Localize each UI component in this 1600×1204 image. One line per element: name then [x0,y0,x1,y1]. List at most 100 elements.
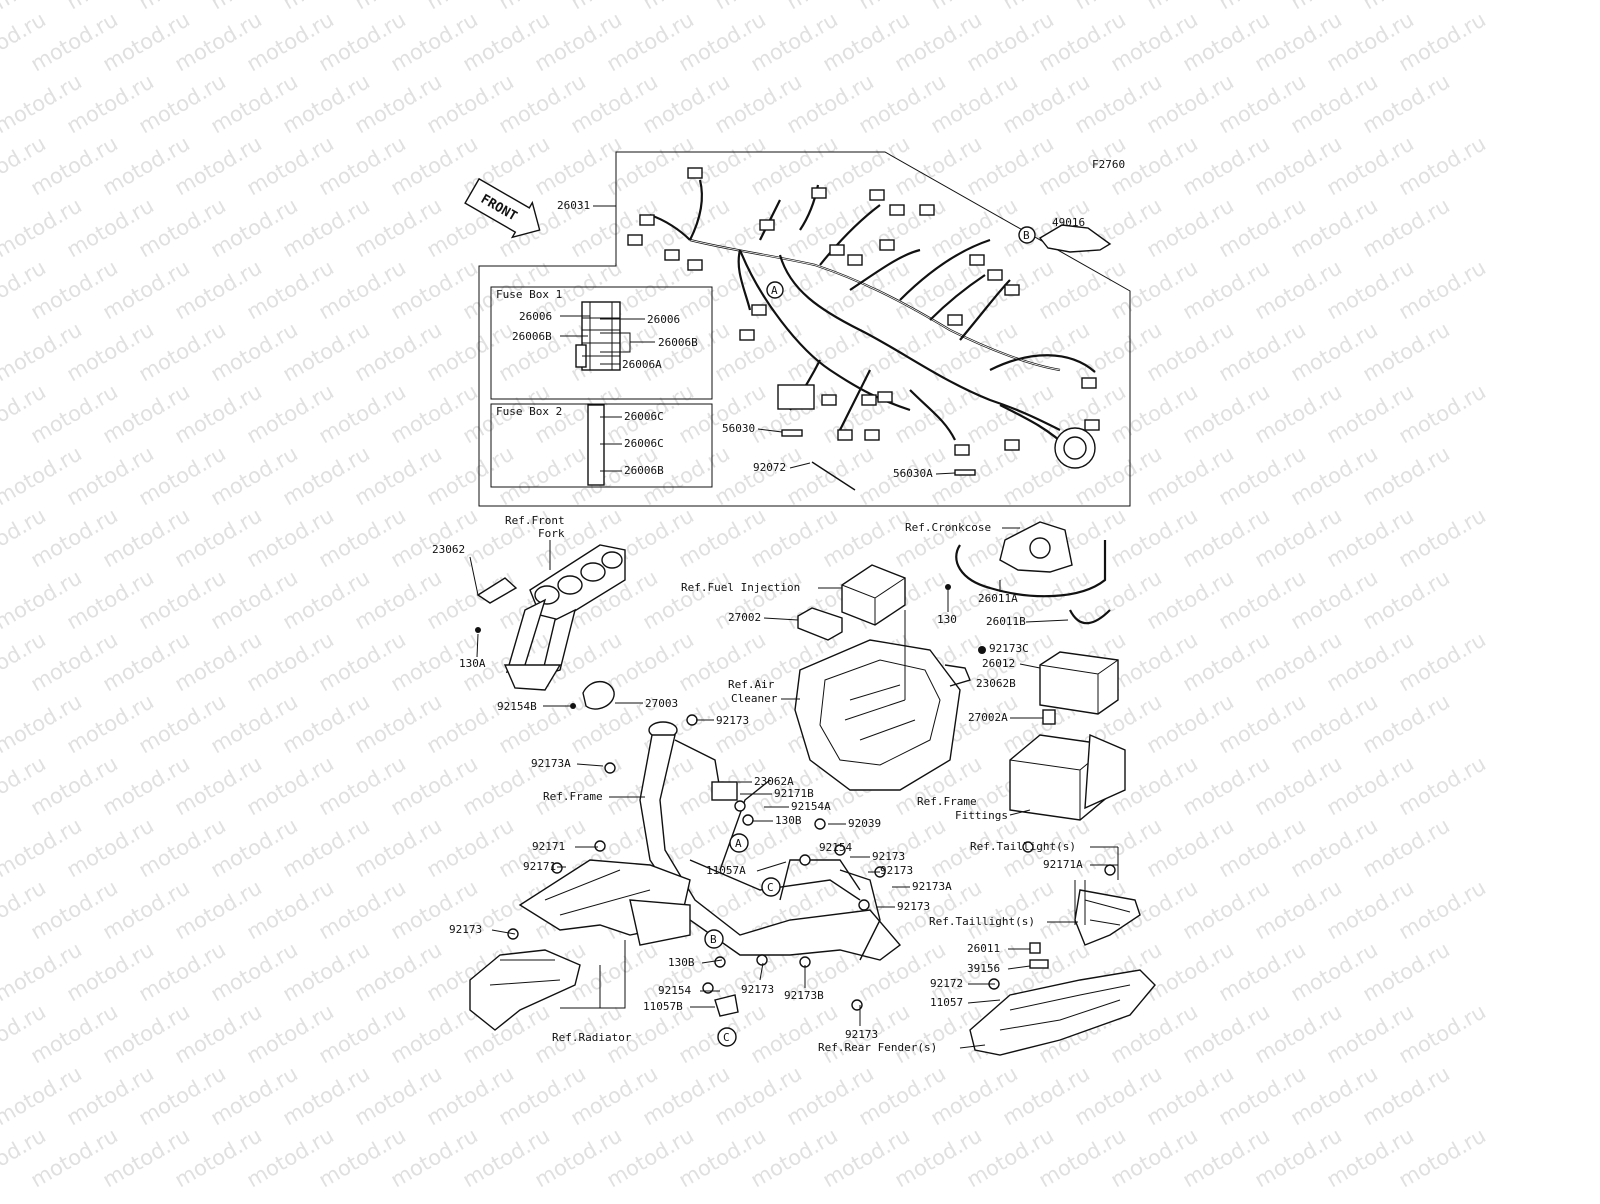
fuse-box-1-title: Fuse Box 1 [496,288,562,301]
svg-text:B: B [710,933,717,946]
label-ref-taillight-1: Ref.Taillight(s) [970,840,1076,853]
front-fork-part [503,544,626,691]
bolt-92173C [978,646,986,654]
harness-panel-outline [478,151,1131,507]
fuse2-label-26006B: 26006B [624,464,664,477]
label-92173-fender: 92173 [845,1028,878,1041]
label-ref-frame: Ref.Frame [543,790,603,803]
connector-icon [1004,439,1020,451]
callout-C-bottom: C [717,1027,737,1047]
label-130B-bottom: 130B [668,956,695,969]
label-92154A: 92154A [791,800,831,813]
watermark-layer: motod.rumotod.rumotod.rumotod.rumotod.ru… [0,0,1490,1192]
label-ref-taillight-2: Ref.Taillight(s) [929,915,1035,928]
bolt-icon [551,862,563,874]
fuse-box-2-body [587,404,605,486]
label-27002: 27002 [728,611,761,624]
connector-icon [687,259,703,271]
fuse-box-2-frame [490,403,713,488]
label-26011: 26011 [967,942,1000,955]
callout-B-lower: B [704,929,724,949]
connector-icon [847,254,863,266]
fuse-label-26006-a: 26006 [519,310,552,323]
fuse2-label-26006C-b: 26006C [624,437,664,450]
rear-fender-part [969,969,1156,1056]
callout-A-lower: A [729,833,749,853]
bolt-icon [814,818,826,830]
crankcase-starter-part [999,521,1073,573]
label-92173C: 92173C [989,642,1029,655]
label-92173-r2: 92173 [880,864,913,877]
air-cleaner-part [794,610,961,791]
label-11057B: 11057B [643,1000,683,1013]
connector-icon [687,167,703,179]
label-23062: 23062 [432,543,465,556]
label-92171-b: 92171 [523,860,556,873]
label-56030A: 56030A [893,467,933,480]
label-26011B: 26011B [986,615,1026,628]
label-92173-top: 92173 [716,714,749,727]
fuse-box-2-title: Fuse Box 2 [496,405,562,418]
label-23062B: 23062B [976,677,1016,690]
bolt-icon [858,899,870,911]
connector-icon [627,234,643,246]
fuse-label-26006B-left: 26006B [512,330,552,343]
bolt-icon [594,840,606,852]
svg-text:C: C [767,881,774,894]
connector-icon [877,391,893,403]
fuse-label-26006-b: 26006 [647,313,680,326]
clip-56030 [781,429,803,437]
connector-icon [1081,377,1097,389]
connector-icon [664,249,680,261]
bolt-130A [475,627,481,633]
bolt-icon [799,854,811,866]
bolt-icon [1022,841,1034,853]
bolt-icon [734,800,746,812]
connector-icon [889,204,905,216]
label-130A: 130A [459,657,486,670]
callout-B-top: B [1018,226,1036,244]
label-92173-r3: 92173 [897,900,930,913]
connector-icon [947,314,963,326]
label-92173A-r: 92173A [912,880,952,893]
label-39156: 39156 [967,962,1000,975]
fuse-label-26006A: 26006A [622,358,662,371]
bracket-part-49016 [1038,224,1112,253]
label-130B-top: 130B [775,814,802,827]
label-26011A: 26011A [978,592,1018,605]
fuse-box-1-body [581,301,621,371]
label-ref-rear-fender: Ref.Rear Fender(s) [818,1041,937,1054]
bolt-icon [604,762,616,774]
battery-part-26012 [1039,651,1119,715]
label-92172: 92172 [930,977,963,990]
label-cleaner: Cleaner [731,692,778,705]
battery-cable-26011B [1069,609,1111,625]
label-26031: 26031 [557,199,590,212]
battery-case-part [1009,733,1126,821]
label-92171A: 92171A [1043,858,1083,871]
label-ref-radiator: Ref.Radiator [552,1031,632,1044]
label-92171-a: 92171 [532,840,565,853]
wiring-harness-26031 [649,179,1096,451]
connector-icon [864,429,880,441]
label-92039: 92039 [848,817,881,830]
connector-icon [987,269,1003,281]
label-92173B: 92173B [784,989,824,1002]
svg-text:B: B [1023,229,1030,242]
bracket-23062B [944,664,971,687]
connector-icon [759,219,775,231]
fuse-box-1-frame [490,286,713,400]
label-23062A: 23062A [754,775,794,788]
label-56030: 56030 [722,422,755,435]
fasteners [507,714,1116,1011]
bolt-icon [686,714,698,726]
relay-56030 [777,384,815,410]
label-92173-left: 92173 [449,923,482,936]
harness-connectors [627,167,1100,456]
bracket-11057B [714,994,739,1017]
diagram-code: F2760 [1092,158,1125,171]
label-92173A: 92173A [531,757,571,770]
bolt-icon [714,956,726,968]
label-11057: 11057 [930,996,963,1009]
